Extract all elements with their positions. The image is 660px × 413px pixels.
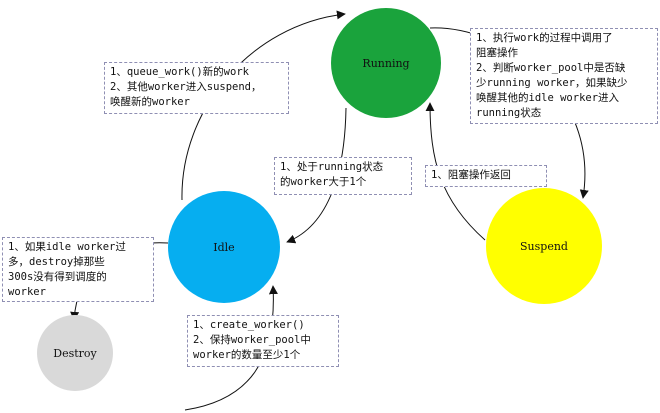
idle-label: Idle: [213, 240, 235, 254]
note-idle-to-destroy: 1、如果idle worker过 多，destroy掉那些 300s没有得到调度…: [2, 237, 154, 302]
note-line: 300s没有得到调度的: [8, 271, 107, 283]
running-node: Running: [331, 8, 441, 118]
note-line: 1、create_worker(): [193, 319, 305, 331]
note-running-to-suspend: 1、执行work的过程中调用了 阻塞操作 2、判断worker_pool中是否缺…: [470, 28, 658, 124]
note-running-to-idle: 1、处于running状态 的worker大于1个: [274, 157, 412, 195]
note-line: 2、保持worker_pool中: [193, 334, 311, 346]
note-line: 唤醒其他的idle worker进入: [476, 92, 620, 104]
note-suspend-to-running: 1、阻塞操作返回: [425, 165, 547, 187]
destroy-node: Destroy: [37, 315, 113, 391]
note-line: running状态: [476, 107, 542, 119]
note-line: 1、queue_work()新的work: [110, 66, 249, 78]
note-create-worker: 1、create_worker() 2、保持worker_pool中 worke…: [187, 315, 339, 367]
arrow-create-to-idle: [184, 285, 278, 411]
note-line: 阻塞操作: [476, 47, 518, 59]
note-line: worker的数量至少1个: [193, 349, 301, 361]
destroy-label: Destroy: [53, 346, 97, 360]
note-line: 多，destroy掉那些: [8, 256, 105, 268]
note-line: 1、如果idle worker过: [8, 241, 126, 253]
note-line: 唤醒新的worker: [110, 96, 190, 108]
note-line: 少running worker，如果缺少: [476, 77, 628, 89]
note-idle-to-running: 1、queue_work()新的work 2、其他worker进入suspend…: [104, 62, 289, 114]
suspend-label: Suspend: [520, 239, 568, 253]
idle-node: Idle: [168, 191, 280, 303]
note-line: 2、其他worker进入suspend，: [110, 81, 262, 93]
note-line: 1、执行work的过程中调用了: [476, 32, 613, 44]
running-label: Running: [362, 56, 410, 70]
note-line: 1、处于running状态: [280, 161, 384, 173]
note-line: 2、判断worker_pool中是否缺: [476, 62, 626, 74]
suspend-node: Suspend: [486, 188, 602, 304]
note-line: 的worker大于1个: [280, 176, 367, 188]
note-line: 1、阻塞操作返回: [431, 169, 511, 181]
note-line: worker: [8, 286, 46, 298]
